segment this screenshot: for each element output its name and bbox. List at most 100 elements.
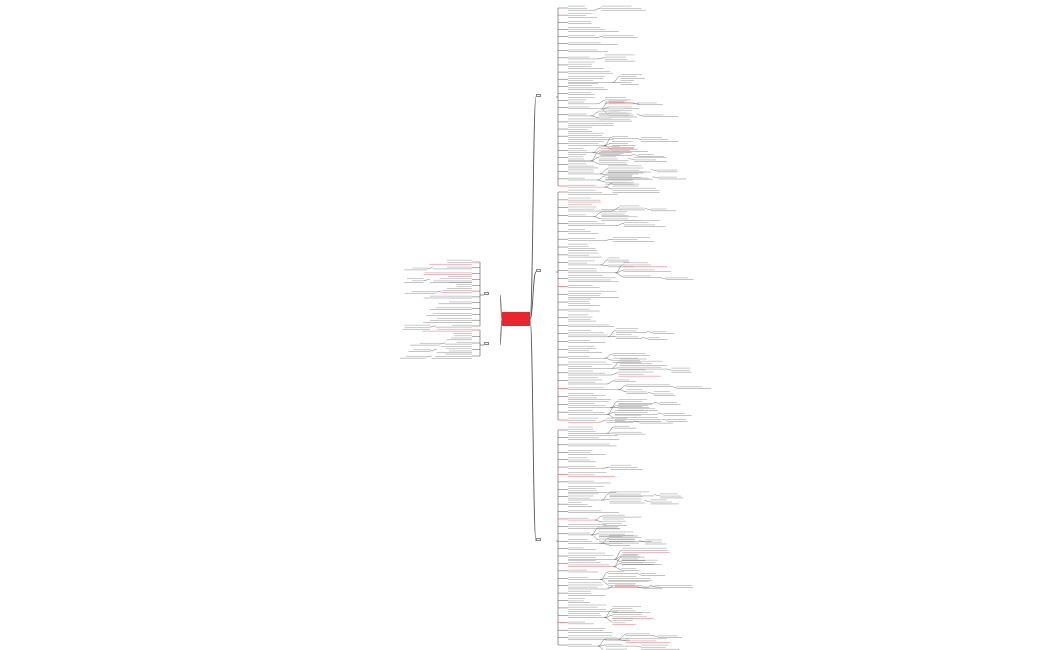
connector: [499, 318, 503, 346]
leaf-text-line: [568, 379, 603, 381]
leaf-text-line: [657, 635, 678, 637]
leaf-text-line: [618, 406, 643, 407]
root-node[interactable]: [502, 312, 530, 326]
connector: [604, 617, 613, 622]
leaf-text-line: [612, 614, 642, 615]
leaf-text-line: [636, 102, 657, 104]
leaf-text-line: [568, 356, 590, 357]
leaf-text-line: [623, 269, 655, 271]
leaf-text-line: [604, 54, 635, 56]
leaf-text-line: [568, 275, 603, 276]
leaf-text-line: [568, 547, 584, 549]
leaf-text-line: [568, 431, 596, 432]
leaf-text-line: [614, 425, 630, 427]
leaf-text-line: [614, 584, 635, 586]
leaf-text-line: [568, 192, 603, 193]
connector: [644, 208, 651, 210]
leaf-text-line: [568, 412, 605, 413]
leaf-text-line: [608, 576, 637, 577]
leaf-text-line: [568, 87, 604, 89]
leaf-text-line: [605, 176, 642, 178]
leaf-text-line: [568, 56, 590, 58]
connector: [632, 154, 639, 156]
branch-node-5[interactable]: [484, 342, 489, 345]
leaf-text-line: [568, 184, 596, 186]
leaf-text-line: [568, 85, 593, 86]
connector: [593, 216, 602, 219]
leaf-text-line: [568, 615, 602, 617]
leaf-text-line: [618, 373, 644, 375]
leaf-text-line: [601, 213, 625, 215]
leaf-text-line: [620, 82, 632, 83]
leaf-text-line: [604, 56, 626, 58]
leaf-text-line: [568, 560, 596, 561]
leaf-text-line: [568, 488, 597, 489]
leaf-text-line: [612, 143, 629, 144]
leaf-text-line: [568, 457, 588, 459]
leaf-text-line: [568, 141, 604, 142]
leaf-text-line: [598, 108, 625, 110]
leaf-text-line: [432, 313, 472, 314]
leaf-text-line: [659, 493, 678, 495]
leaf-text-line: [568, 450, 593, 451]
leaf-text-line: [608, 264, 626, 266]
branch-node-1[interactable]: [536, 94, 541, 97]
leaf-text-line: [568, 298, 592, 300]
leaf-text-line: [608, 106, 632, 108]
leaf-text-line: [568, 584, 603, 586]
leaf-text-line: [436, 317, 472, 319]
branch-node-2[interactable]: [536, 269, 541, 272]
leaf-text-line: [608, 534, 634, 536]
leaf-text-line: [568, 231, 591, 233]
leaf-text-line: [568, 426, 594, 428]
connector: [647, 392, 654, 394]
leaf-text-line: [612, 610, 636, 612]
leaf-text-line: [568, 238, 596, 239]
connector: [590, 534, 599, 541]
leaf-text-line: [598, 538, 635, 540]
connector: [604, 186, 613, 190]
leaf-text-line: [442, 289, 472, 291]
branch-node-3[interactable]: [536, 538, 541, 541]
leaf-text-line: [568, 290, 617, 292]
connector: [596, 57, 605, 60]
leaf-text-line: [622, 547, 667, 549]
connector: [634, 573, 641, 575]
leaf-text-line: [568, 277, 616, 279]
leaf-text-line: [604, 101, 625, 103]
leaf-text-line: [650, 499, 667, 501]
leaf-text-line: [568, 29, 606, 31]
branch-node-4[interactable]: [484, 292, 489, 295]
leaf-text-line: [623, 220, 661, 221]
leaf-text-line: [614, 409, 644, 411]
leaf-text-line: [612, 612, 651, 613]
connector: [600, 579, 609, 585]
leaf-text-line: [568, 405, 606, 407]
leaf-text-line: [634, 157, 667, 159]
leaf-text-line: [618, 369, 646, 371]
connector: [606, 414, 616, 419]
leaf-text-line: [568, 330, 591, 331]
leaf-text-line: [568, 554, 614, 556]
leaf-text-line: [568, 177, 585, 179]
leaf-text-line: [568, 129, 588, 130]
connector: [613, 566, 622, 570]
leaf-text-line: [568, 254, 589, 256]
leaf-text-line: [601, 216, 638, 218]
leaf-text-line: [608, 171, 647, 173]
leaf-text-line: [612, 190, 660, 191]
leaf-text-line: [608, 539, 636, 541]
leaf-text-line: [568, 532, 591, 534]
leaf-text-line: [430, 295, 472, 297]
leaf-text-line: [615, 336, 639, 338]
leaf-text-line: [439, 278, 472, 280]
leaf-text-line: [568, 501, 582, 503]
connector: [649, 585, 656, 587]
leaf-text-line: [598, 533, 625, 535]
leaf-text-line: [642, 586, 661, 588]
leaf-text-line: [623, 262, 648, 264]
leaf-text-line: [653, 331, 667, 333]
leaf-text-line: [568, 400, 609, 402]
leaf-text-line: [598, 540, 635, 542]
leaf-text-line: [615, 334, 632, 336]
